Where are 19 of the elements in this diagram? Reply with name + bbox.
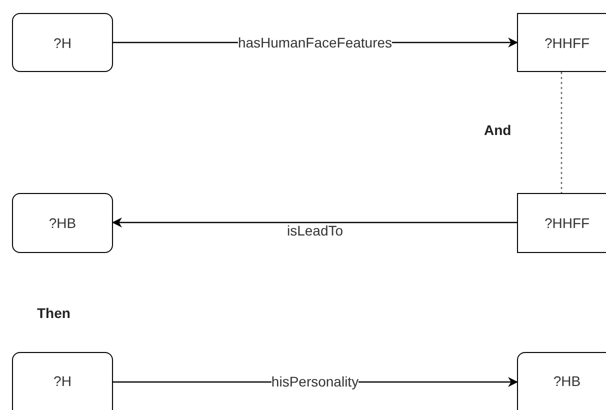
connective-word: Then (37, 305, 70, 321)
dotted-connector (560, 72, 562, 193)
arrow (112, 218, 517, 228)
node-box (517, 352, 606, 410)
connective-word: And (484, 122, 512, 138)
node-box (12, 13, 113, 72)
node-label: ?HB (553, 373, 581, 389)
node-label: ?HB (48, 215, 76, 231)
node-label: ?H (54, 34, 72, 50)
node-box (12, 193, 113, 253)
node-box (517, 13, 606, 72)
node-box (12, 352, 113, 410)
node-label: ?HHFF (544, 34, 590, 50)
edge-label: hisPersonality (271, 374, 359, 390)
node-label: ?H (54, 373, 72, 389)
node-box (517, 193, 606, 253)
edge-label: isLeadTo (286, 223, 344, 238)
edge-label: hasHumanFaceFeatures (238, 35, 392, 50)
node-label: ?HHFF (544, 215, 590, 231)
